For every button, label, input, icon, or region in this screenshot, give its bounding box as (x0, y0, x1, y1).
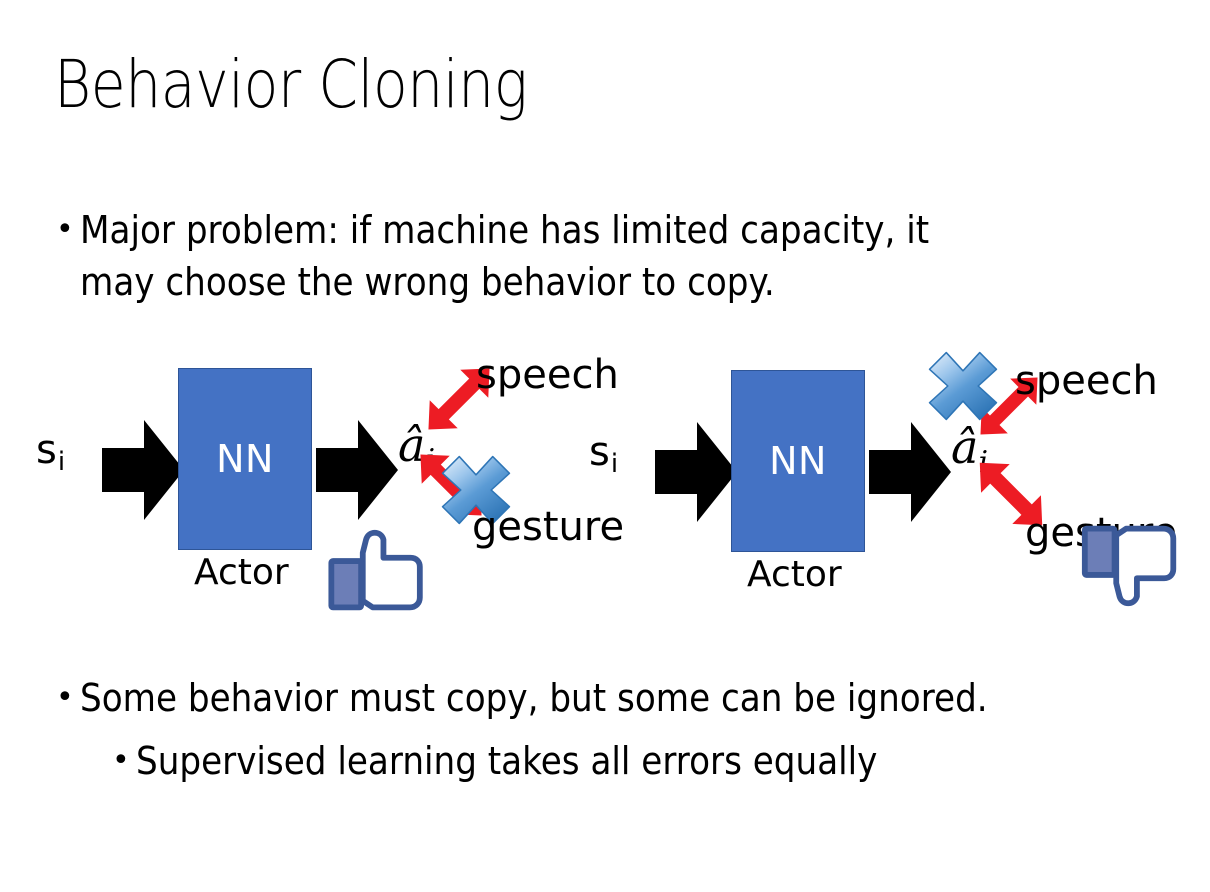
output-arrow-left (316, 420, 398, 520)
input-arrow-right (655, 422, 737, 522)
cross-icon-gesture-left (438, 452, 514, 528)
bullet-top: • Major problem: if machine has limited … (56, 204, 1166, 308)
output-label-speech-left: speech (476, 352, 619, 398)
state-subscript: i (610, 449, 619, 480)
nn-box-left: NN (178, 368, 312, 550)
nn-box-label: NN (769, 439, 827, 483)
action-label-right: âi (951, 420, 989, 480)
actor-caption-right: Actor (747, 554, 842, 595)
bullet-text: Supervised learning takes all errors equ… (136, 739, 878, 783)
thumbs-up-icon (326, 528, 426, 614)
cross-icon-speech-right (925, 348, 1001, 424)
bullet-bottom-primary: • Some behavior must copy, but some can … (56, 672, 1176, 724)
nn-box-label: NN (216, 437, 274, 481)
bullet-text: Major problem: if machine has limited ca… (80, 208, 930, 304)
list-item: • Some behavior must copy, but some can … (56, 672, 1176, 724)
output-label-speech-right: speech (1015, 358, 1158, 404)
output-arrow-right (869, 422, 951, 522)
output-label-gesture-left: gesture (472, 504, 625, 550)
page-title: Behavior Cloning (54, 46, 528, 123)
bullet-bottom-sub: • Supervised learning takes all errors e… (112, 735, 1172, 787)
speech-arrow-right (967, 364, 1051, 448)
input-arrow-left (102, 420, 184, 520)
nn-box-right: NN (731, 370, 865, 552)
actor-caption-left: Actor (194, 552, 289, 593)
thumbs-down-icon (881, 522, 1177, 608)
list-item: • Supervised learning takes all errors e… (112, 735, 1172, 787)
state-subscript: i (57, 447, 66, 478)
bullet-text: Some behavior must copy, but some can be… (80, 676, 988, 720)
gesture-arrow-right (965, 448, 1057, 540)
state-label-left: si (36, 427, 66, 478)
state-label-right: si (589, 429, 619, 480)
bullet-marker: • (56, 680, 74, 715)
speech-arrow-left (414, 354, 504, 444)
bullet-marker: • (56, 212, 74, 247)
diagram-left: si NN Actor âi (10, 340, 624, 640)
action-subscript: i (978, 445, 989, 480)
bullet-marker: • (112, 743, 130, 778)
diagram-right: si NN Actor âi (565, 340, 1185, 640)
list-item: • Major problem: if machine has limited … (56, 204, 1166, 308)
